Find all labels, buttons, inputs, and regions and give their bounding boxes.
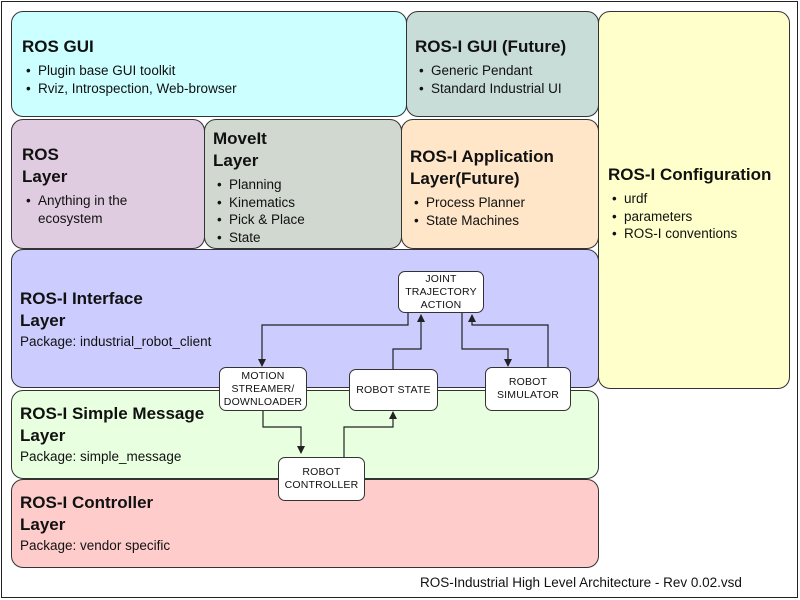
rosi-application-list: Process Planner State Machines <box>410 194 598 229</box>
list-item: Pick & Place <box>217 211 401 229</box>
robot-state-node: ROBOT STATE <box>349 369 438 411</box>
rosi-controller-title-line1: ROS-I Controller <box>20 493 154 512</box>
rosi-simple-message-package: Package: simple_message <box>20 449 182 464</box>
moveit-layer-box: MoveIt Layer Planning Kinematics Pick & … <box>204 119 402 249</box>
list-item: Anything in the ecosystem <box>26 192 188 227</box>
moveit-title-line2: Layer <box>213 151 259 170</box>
moveit-list: Planning Kinematics Pick & Place State <box>213 176 401 246</box>
rosi-application-box: ROS-I Application Layer(Future) Process … <box>401 119 599 249</box>
list-item: Standard Industrial UI <box>419 80 598 98</box>
node-label: ROBOT STATE <box>356 383 431 396</box>
joint-trajectory-action-node: JOINT TRAJECTORY ACTION <box>398 271 484 313</box>
ros-gui-title: ROS GUI <box>22 37 94 56</box>
rosi-configuration-box: ROS-I Configuration urdf parameters ROS-… <box>598 11 790 389</box>
list-item: State <box>217 229 401 247</box>
rosi-configuration-title: ROS-I Configuration <box>608 165 772 184</box>
node-label: JOINT TRAJECTORY ACTION <box>405 272 477 311</box>
list-item: Planning <box>217 176 401 194</box>
list-item: Generic Pendant <box>419 62 598 80</box>
moveit-title-line1: MoveIt <box>213 129 267 148</box>
rosi-interface-package: Package: industrial_robot_client <box>20 334 212 349</box>
rosi-interface-title-line1: ROS-I Interface <box>20 289 143 308</box>
node-label: ROBOT CONTROLLER <box>284 466 359 491</box>
rosi-gui-box: ROS-I GUI (Future) Generic Pendant Stand… <box>406 11 599 117</box>
list-item: Process Planner <box>414 194 598 212</box>
rosi-simple-message-title-line2: Layer <box>20 426 66 445</box>
ros-gui-box: ROS GUI Plugin base GUI toolkit Rviz, In… <box>11 11 407 117</box>
rosi-simple-message-title-line1: ROS-I Simple Message <box>20 404 205 423</box>
rosi-gui-list: Generic Pendant Standard Industrial UI <box>415 62 598 97</box>
ros-layer-title-line2: Layer <box>22 167 68 186</box>
node-label: ROBOT SIMULATOR <box>496 376 560 401</box>
diagram-caption: ROS-Industrial High Level Architecture -… <box>420 575 742 590</box>
ros-layer-box: ROS Layer Anything in the ecosystem <box>11 119 205 249</box>
rosi-interface-title-line2: Layer <box>20 311 66 330</box>
list-item: urdf <box>612 190 789 208</box>
rosi-configuration-list: urdf parameters ROS-I conventions <box>608 190 789 243</box>
node-label: MOTION STREAMER/ DOWNLOADER <box>223 369 303 408</box>
rosi-application-title-line1: ROS-I Application <box>410 147 554 166</box>
robot-simulator-node: ROBOT SIMULATOR <box>485 367 571 411</box>
robot-controller-node: ROBOT CONTROLLER <box>278 457 365 501</box>
rosi-controller-title-line2: Layer <box>20 515 66 534</box>
rosi-controller-package: Package: vendor specific <box>20 538 171 553</box>
motion-streamer-node: MOTION STREAMER/ DOWNLOADER <box>219 367 307 411</box>
list-item: parameters <box>612 208 789 226</box>
list-item: ROS-I conventions <box>612 225 789 243</box>
ros-gui-list: Plugin base GUI toolkit Rviz, Introspect… <box>22 62 406 97</box>
list-item: Rviz, Introspection, Web-browser <box>26 80 406 98</box>
list-item: Kinematics <box>217 194 401 212</box>
ros-layer-list: Anything in the ecosystem <box>22 192 188 227</box>
ros-layer-title-line1: ROS <box>22 145 59 164</box>
rosi-gui-title: ROS-I GUI (Future) <box>415 37 567 56</box>
list-item: Plugin base GUI toolkit <box>26 62 406 80</box>
list-item: State Machines <box>414 212 598 230</box>
rosi-application-title-line2: Layer(Future) <box>410 169 520 188</box>
